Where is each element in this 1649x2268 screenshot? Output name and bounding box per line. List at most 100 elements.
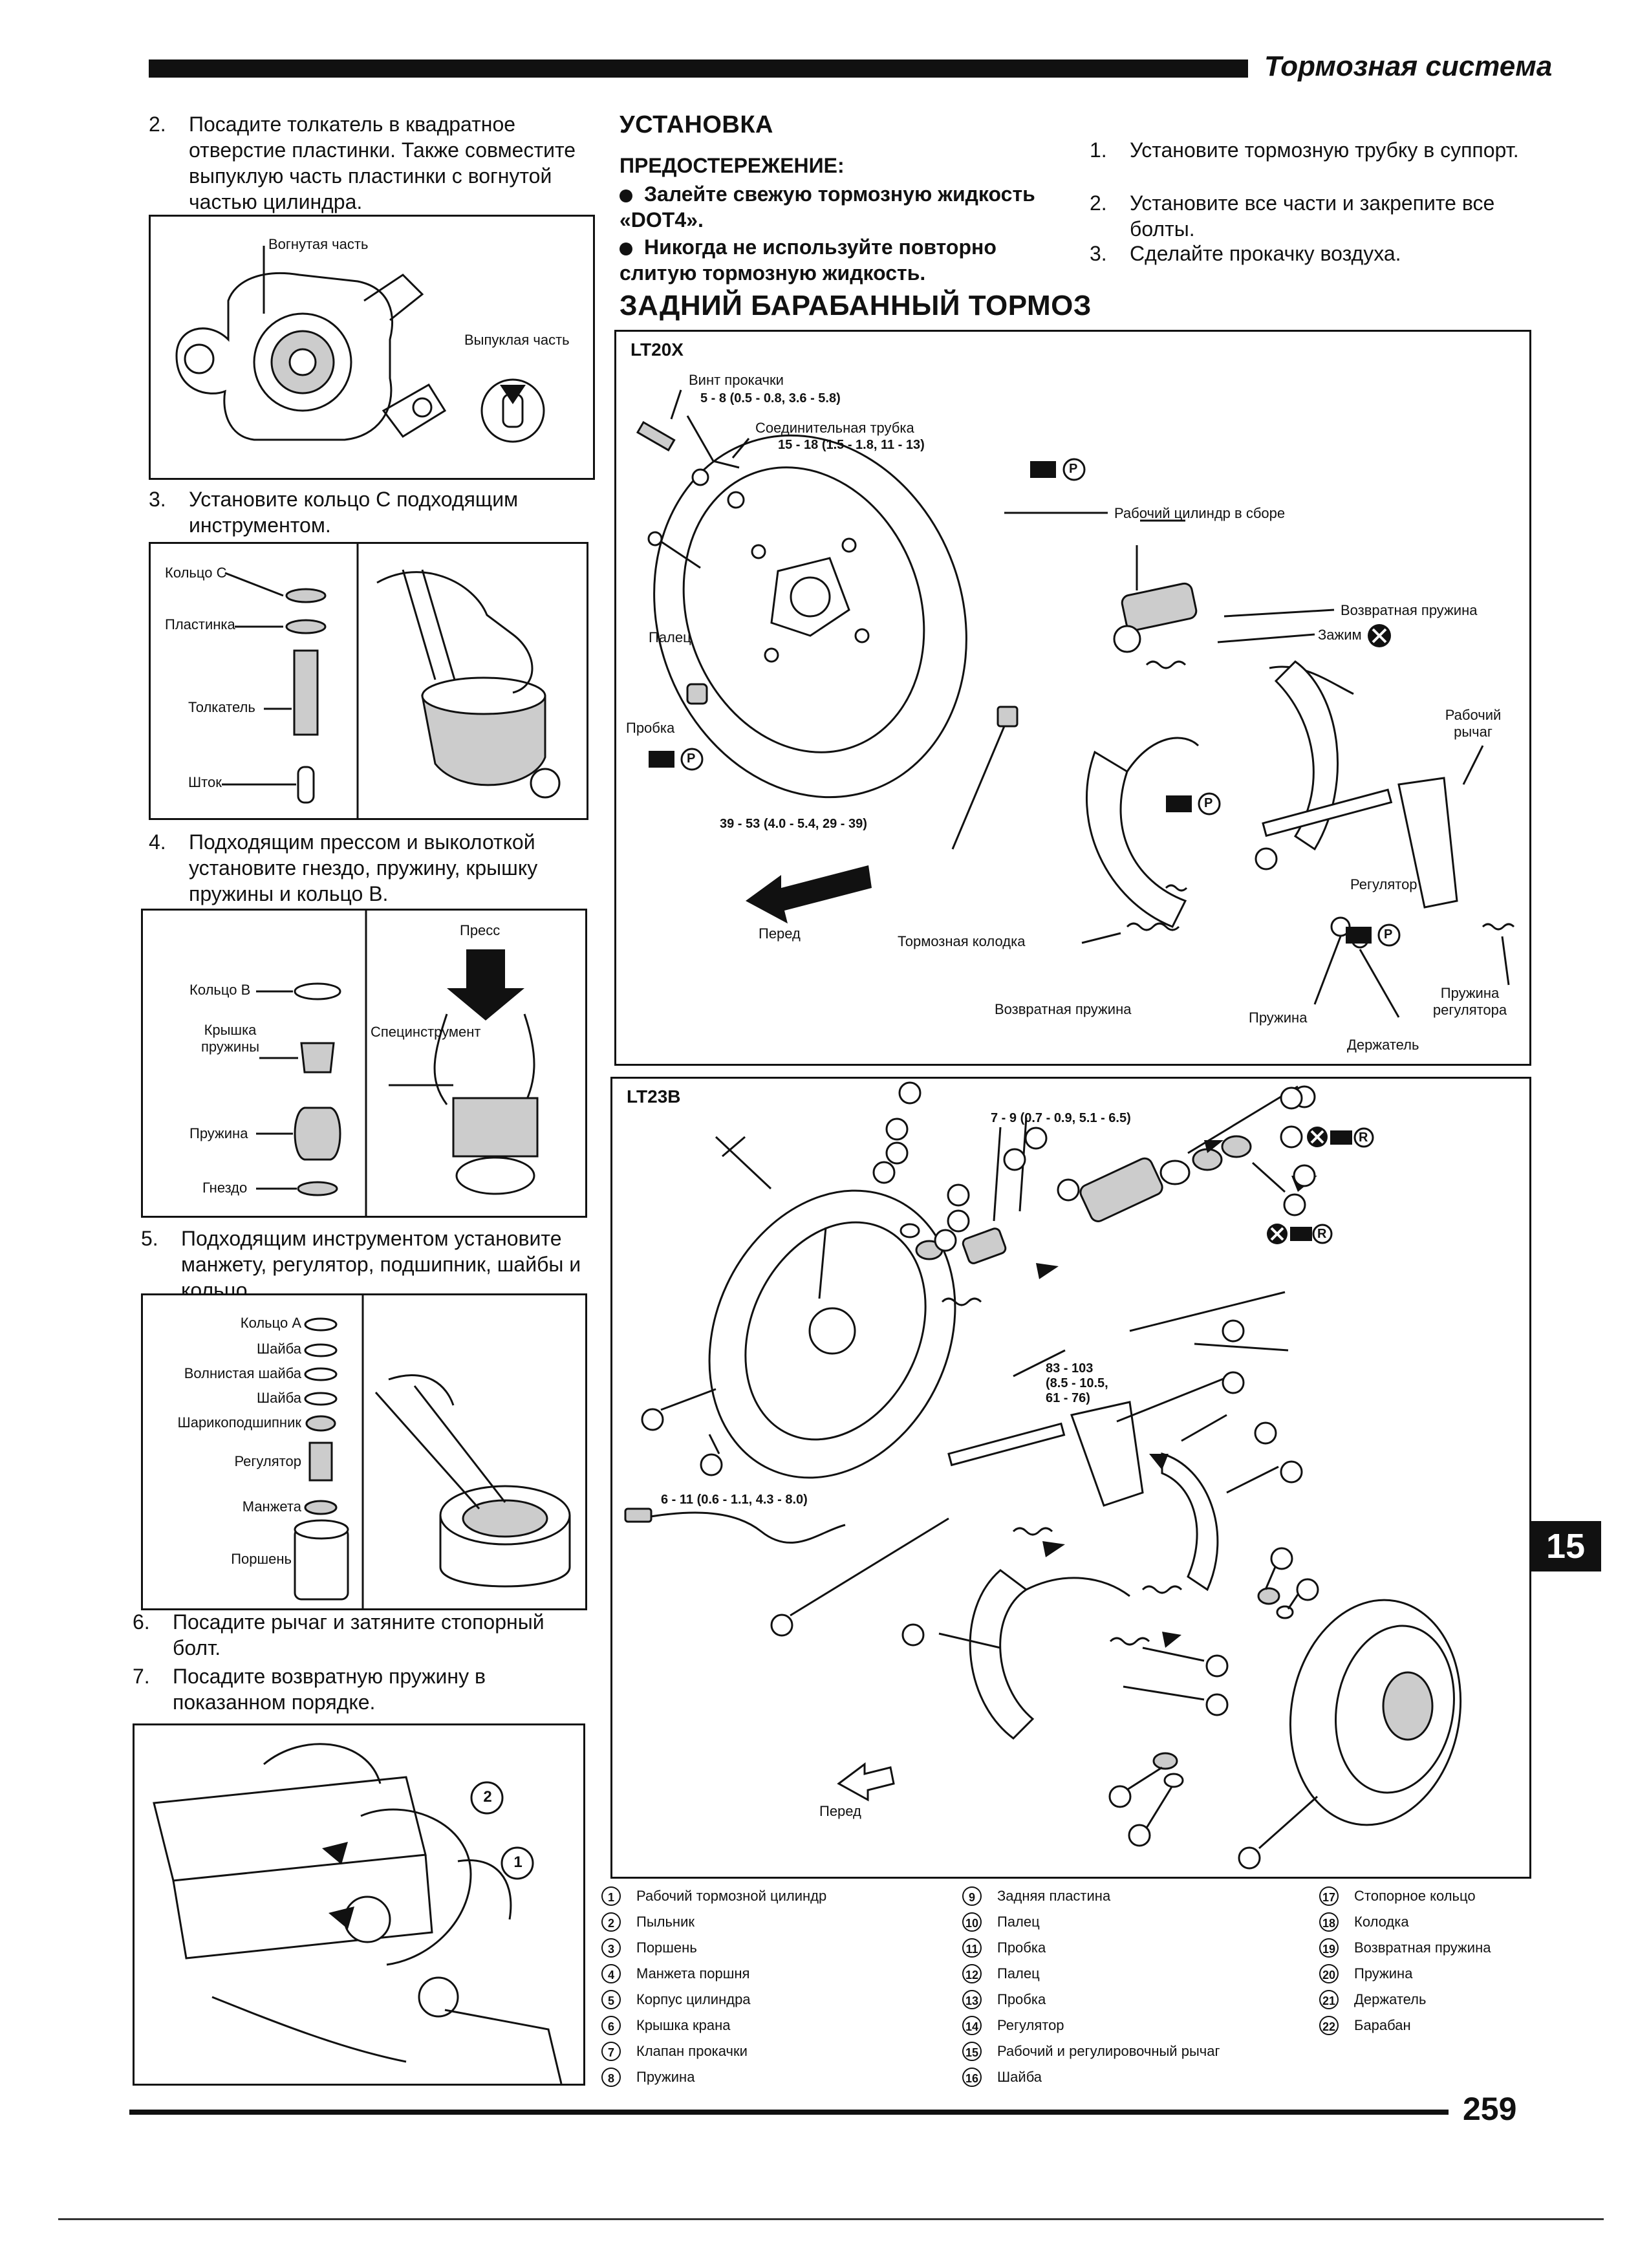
plate-cylinder-drawing	[175, 246, 545, 443]
legend-number: 10	[962, 1912, 982, 1932]
piston-assembly-drawing	[294, 1295, 571, 1608]
model-label: LT23B	[627, 1086, 681, 1107]
step-text: Подходящим инструментом установите манже…	[181, 1227, 581, 1302]
label-spring-cap: Крышка пружины	[201, 1022, 260, 1055]
label-piston: Поршень	[231, 1551, 292, 1567]
legend-item: 17 Стопорное кольцо	[1319, 1883, 1533, 1909]
scan-edge-line	[58, 2218, 1604, 2220]
bullet-text: Залейте свежую тормозную жидкость «DOT4»…	[620, 182, 1035, 232]
figure-return-spring: 2 1	[133, 1723, 585, 2086]
bullet-text: Никогда не используйте повторно слитую т…	[620, 235, 997, 285]
return-spring-drawing	[153, 1743, 563, 2084]
legend-number: 17	[1319, 1886, 1339, 1906]
label-plug: Пробка	[626, 720, 675, 736]
legend-number: 9	[962, 1886, 982, 1906]
label-ring-a: Кольцо А	[240, 1315, 301, 1331]
legend-text: Регулятор	[997, 2017, 1064, 2033]
label-wheel-cyl: Рабочий цилиндр в сборе	[1114, 505, 1286, 521]
label-reg-spring: Пружина регулятора	[1432, 985, 1507, 1018]
torque-cable-bolt: 6 - 11 (0.6 - 1.1, 4.3 - 8.0)	[661, 1493, 808, 1507]
label-return-spring-bottom: Возвратная пружина	[995, 1001, 1132, 1017]
step-number: 5.	[141, 1227, 158, 1250]
legend-text: Клапан прокачки	[636, 2043, 748, 2059]
legend-text: Задняя пластина	[997, 1888, 1111, 1904]
label-regulator: Регулятор	[1350, 876, 1417, 892]
step-2: 2. Посадите толкатель в квадратное отвер…	[149, 111, 595, 215]
legend-number: 19	[1319, 1938, 1339, 1958]
label-conn-tube: Соединительная трубка	[755, 420, 914, 436]
label-holder: Держатель	[1347, 1037, 1419, 1053]
step-text: Подходящим прессом и выколоткой установи…	[189, 830, 538, 905]
bullet-dot	[620, 189, 632, 202]
legend-text: Палец	[997, 1914, 1040, 1930]
legend-text: Стопорное кольцо	[1354, 1888, 1476, 1904]
label-ring-b: Кольцо В	[189, 982, 251, 998]
legend-item: 19 Возвратная пружина	[1319, 1935, 1533, 1961]
label-lever: Рабочий рычаг	[1445, 707, 1502, 740]
legend-number: 14	[962, 2016, 982, 2035]
footer-rule	[129, 2110, 1449, 2115]
step-text: Посадите возвратную пружину в показанном…	[173, 1665, 486, 1714]
install-title: УСТАНОВКА	[620, 111, 773, 138]
label-concave: Вогнутая часть	[268, 236, 369, 252]
legend-item: 14 Регулятор	[962, 2013, 1324, 2038]
step-text: Установите тормозную трубку в суппорт.	[1130, 138, 1519, 162]
marker-2: 2	[483, 1788, 492, 1806]
legend-number: 6	[601, 2016, 621, 2035]
step-number: 3.	[1090, 242, 1107, 265]
step-number: 7.	[133, 1665, 150, 1688]
torque-backplate-bolt: 83 - 103 (8.5 - 10.5, 61 - 76)	[1046, 1361, 1108, 1405]
legend-number: 15	[962, 2042, 982, 2061]
step-6: 6. Посадите рычаг и затяните стопорный б…	[133, 1609, 588, 1661]
label-spring: Пружина	[1249, 1010, 1308, 1026]
caution-title: ПРЕДОСТЕРЕЖЕНИЕ:	[620, 154, 845, 177]
label-spring: Пружина	[189, 1125, 248, 1141]
step-7: 7. Посадите возвратную пружину в показан…	[133, 1663, 588, 1715]
legend-text: Крышка крана	[636, 2017, 731, 2033]
page-number: 259	[1463, 2091, 1517, 2127]
legend-number: 18	[1319, 1912, 1339, 1932]
press-drawing	[256, 911, 539, 1216]
step-text: Сделайте прокачку воздуха.	[1130, 242, 1401, 265]
install-step-2: 2. Установите все части и закрепите все …	[1090, 190, 1542, 242]
legend-number: 2	[601, 1912, 621, 1932]
rear-drum-title: ЗАДНИЙ БАРАБАННЫЙ ТОРМОЗ	[620, 290, 1092, 321]
legend-text: Возвратная пружина	[1354, 1939, 1491, 1956]
section-tab: 15	[1530, 1521, 1601, 1571]
label-shoe: Тормозная колодка	[898, 933, 1026, 949]
label-washer-2: Шайба	[256, 1390, 301, 1406]
bullet-dot	[620, 242, 632, 255]
label-ring-c: Кольцо С	[165, 565, 227, 581]
p-mark-2: P	[687, 751, 696, 766]
p-mark-4: P	[1384, 927, 1393, 942]
legend-text: Рабочий тормозной цилиндр	[636, 1888, 827, 1904]
step-text: Установите все части и закрепите все бол…	[1130, 191, 1495, 241]
step-3: 3. Установите кольцо С подходящим инстру…	[149, 486, 595, 538]
legend-text: Манжета поршня	[636, 1965, 750, 1982]
legend-text: Шайба	[997, 2069, 1042, 2085]
install-step-3: 3. Сделайте прокачку воздуха.	[1090, 241, 1542, 266]
label-washer-1: Шайба	[256, 1341, 301, 1357]
label-front: Перед	[759, 925, 801, 942]
legend-number: 11	[962, 1938, 982, 1958]
label-pin: Палец	[649, 629, 691, 645]
label-plate: Пластинка	[165, 616, 235, 632]
step-5: 5. Подходящим инструментом установите ма…	[141, 1226, 594, 1303]
label-ball-bearing: Шарикоподшипник	[177, 1414, 301, 1431]
r-mark-1: R	[1359, 1130, 1368, 1145]
install-step-1: 1. Установите тормозную трубку в суппорт…	[1090, 137, 1542, 163]
label-bleed-screw: Винт прокачки	[689, 372, 784, 388]
figure-press: Пресс Кольцо В Крышка пружины Специнстру…	[141, 909, 587, 1218]
label-pusher: Толкатель	[188, 699, 255, 715]
step-text: Посадите рычаг и затяните стопорный болт…	[173, 1610, 544, 1659]
torque-bleed-valve: 7 - 9 (0.7 - 0.9, 5.1 - 6.5)	[991, 1111, 1131, 1125]
lt23b-exploded-drawing	[624, 1081, 1462, 1870]
